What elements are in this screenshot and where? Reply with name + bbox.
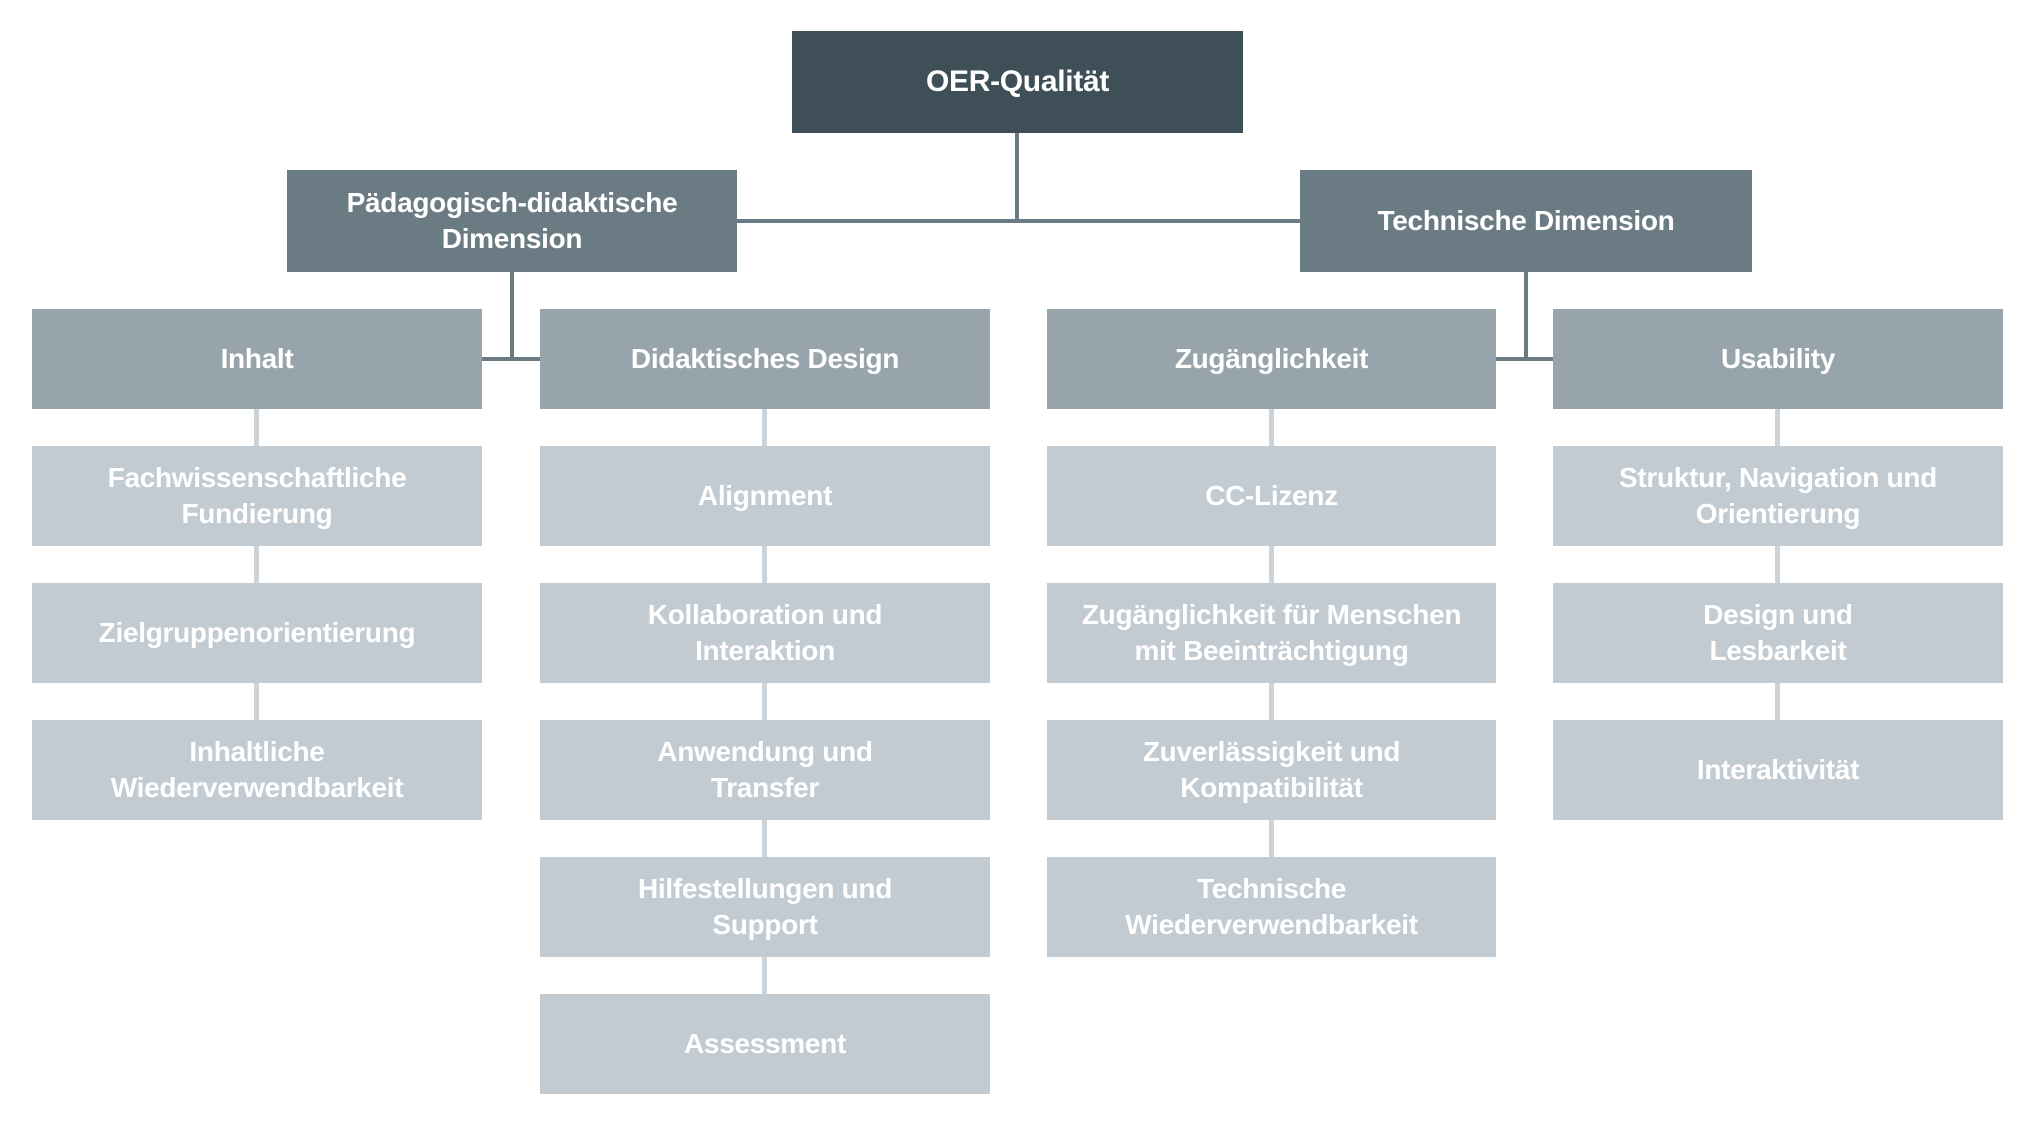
connector-item (254, 409, 259, 446)
connector-item (254, 683, 259, 720)
category-node-usability: Usability (1553, 309, 2003, 409)
item-node: Inhaltliche Wiederverwendbarkeit (32, 720, 482, 820)
dimension-node-paedagogisch-didaktisch: Pädagogisch-didaktische Dimension (287, 170, 737, 272)
category-node-inhalt: Inhalt (32, 309, 482, 409)
item-node: Zugänglichkeit für Menschen mit Beeinträ… (1047, 583, 1496, 683)
item-node: Zuverlässigkeit und Kompatibilität (1047, 720, 1496, 820)
item-node: Assessment (540, 994, 990, 1094)
category-node-zugaenglichkeit: Zugänglichkeit (1047, 309, 1496, 409)
dimension-node-technisch: Technische Dimension (1300, 170, 1752, 272)
connector-item (1269, 683, 1274, 720)
item-node: Interaktivität (1553, 720, 2003, 820)
connector-root-horizontal (737, 219, 1300, 223)
item-node: Anwendung und Transfer (540, 720, 990, 820)
item-node: Technische Wiederverwendbarkeit (1047, 857, 1496, 957)
connector-item (762, 546, 767, 583)
connector-root-vertical (1015, 133, 1019, 223)
connector-dimension-right-vertical (1524, 272, 1528, 361)
connector-dimension-right-bridge (1496, 357, 1553, 361)
connector-item (1269, 409, 1274, 446)
item-node: Struktur, Navigation und Orientierung (1553, 446, 2003, 546)
connector-dimension-left-vertical (510, 272, 514, 361)
connector-item (762, 820, 767, 857)
item-node: Alignment (540, 446, 990, 546)
item-node: Fachwissenschaftliche Fundierung (32, 446, 482, 546)
connector-item (1775, 546, 1780, 583)
connector-item (1775, 683, 1780, 720)
connector-dimension-left-bridge (482, 357, 540, 361)
connector-item (1269, 546, 1274, 583)
connector-item (1269, 820, 1274, 857)
category-node-didaktisches-design: Didaktisches Design (540, 309, 990, 409)
item-node: Hilfestellungen und Support (540, 857, 990, 957)
connector-item (254, 546, 259, 583)
connector-item (762, 683, 767, 720)
connector-item (1775, 409, 1780, 446)
item-node: CC-Lizenz (1047, 446, 1496, 546)
item-node: Kollaboration und Interaktion (540, 583, 990, 683)
connector-item (762, 957, 767, 994)
connector-item (762, 409, 767, 446)
root-node-oer-qualitaet: OER-Qualität (792, 31, 1243, 133)
item-node: Zielgruppenorientierung (32, 583, 482, 683)
item-node: Design und Lesbarkeit (1553, 583, 2003, 683)
